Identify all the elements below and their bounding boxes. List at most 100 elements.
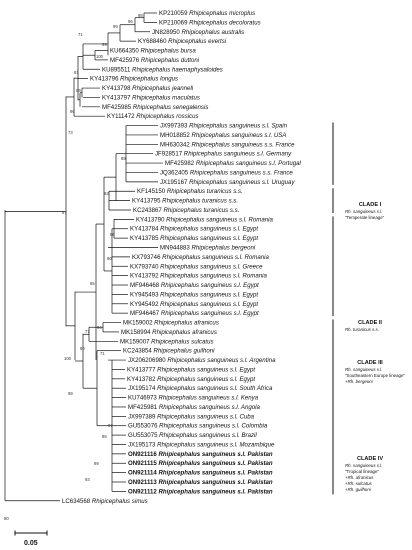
leaf-label: KY111472 Rhipicephalus rossicus <box>107 113 199 120</box>
leaf-species: Rhipicephalus sanguineus s.l. Romania <box>162 254 269 261</box>
clade-description: +Rh. bergeoni <box>345 379 374 384</box>
leaf-accession: KY945493 <box>130 291 160 298</box>
bootstrap-value: 71 <box>78 32 83 37</box>
leaf-species: Rhipicephalus sanguineus s.l. Egypt <box>161 310 259 317</box>
leaf-species: Rhipicephalus sanguineus s.l. Pakistan <box>159 470 273 477</box>
leaf-species: Rhipicephalus jeanneli <box>132 85 194 92</box>
leaf-label: GU553075 Rhipicephalus sanguineus s.l. B… <box>128 432 257 439</box>
leaf-species: Rhipicephalus turanicus s.s. <box>164 207 240 214</box>
leaf-label: KY413782 Rhipicephalus sanguineus s.l. E… <box>127 376 255 383</box>
leaf-species: Rhipicephalus sanguineus s.l. Egypt <box>160 301 258 308</box>
leaf-accession: KY413784 <box>130 226 160 233</box>
leaf-label: KY688460 Rhipicephalus evertsi <box>138 38 227 45</box>
leaf-label: KU746973 Rhipicephalus sanguineus s.l. K… <box>128 395 259 402</box>
leaf-species: Rhipicephalus sanguineus s.l. Egypt <box>160 226 258 233</box>
leaf-accession: LC634568 <box>62 498 92 505</box>
bootstrap-value: 96 <box>128 19 133 24</box>
leaf-accession: KY413790 <box>136 216 166 223</box>
leaf-accession: KY413797 <box>102 94 132 101</box>
leaf-accession: KC243854 <box>123 348 154 355</box>
leaf-accession: KY688460 <box>138 38 168 45</box>
leaf-accession: KY413792 <box>130 273 160 280</box>
clade-description: +Rh. sulcatus <box>345 481 373 486</box>
leaf-accession: ON921115 <box>128 460 159 467</box>
leaf-species: Rhipicephalus guilhoni <box>154 348 216 355</box>
leaf-accession: MK159002 <box>123 320 154 327</box>
bootstrap-value: 92 <box>104 191 109 196</box>
leaf-species: Rhipicephalus sanguineus s.l. Egypt <box>161 282 259 289</box>
clade-description: +Rh. afranicus <box>345 475 374 480</box>
clade-title: CLADE I <box>359 202 382 208</box>
leaf-accession: KY413798 <box>102 85 132 92</box>
bootstrap-value: 99 <box>68 391 73 396</box>
leaf-species: Rhipicephalus sanguineus s.l. Mozambique <box>157 441 275 448</box>
scale-bar-label: 0.05 <box>24 540 38 547</box>
leaf-label: KX793746 Rhipicephalus sanguineus s.l. R… <box>132 254 269 261</box>
clade-description: Rh. turanicus s.s. <box>345 327 379 332</box>
leaf-label: GU553076 Rhipicephalus sanguineus s.l. C… <box>128 423 268 430</box>
leaf-species: Rhipicephalus sanguineus s.l. Romania <box>160 273 267 280</box>
leaf-label: MF946468 Rhipicephalus sanguineus s.l. E… <box>130 282 259 289</box>
leaf-species: Rhipicephalus turanicus s.s. <box>167 188 243 195</box>
leaf-species: Rhipicephalus decoloratus <box>189 19 260 26</box>
leaf-accession: ON921113 <box>128 479 159 486</box>
leaf-accession: MN944883 <box>160 245 192 252</box>
leaf-label: JX195173 Rhipicephalus sanguineus s.l. M… <box>128 441 275 448</box>
leaf-label: KY413795 Rhipicephalus turanicus s.s. <box>132 198 238 205</box>
leaf-label: KY413785 Rhipicephalus sanguineus s.l. E… <box>130 235 258 242</box>
leaf-label: JX997389 Rhipicephalus sanguineus s.l. C… <box>128 413 255 420</box>
leaf-species: Rhipicephalus sulcatus <box>151 338 213 345</box>
leaf-accession: MF425981 <box>128 404 159 411</box>
leaf-accession: KF145150 <box>137 188 167 195</box>
tree-branches <box>4 12 163 502</box>
leaf-species: Rhipicephalus sanguineus s.l. Pakistan <box>159 488 273 495</box>
leaf-accession: MF425985 <box>102 104 133 111</box>
leaf-species: Rhipicephalus sanguineus s.l. USA <box>192 132 287 139</box>
leaf-species: Rhipicephalus afranicus <box>154 320 219 327</box>
leaf-accession: GU553076 <box>128 423 159 430</box>
leaf-accession: KP210059 <box>159 10 189 17</box>
leaf-label: ON921115 Rhipicephalus sanguineus s.l. P… <box>128 460 273 467</box>
leaf-species: Rhipicephalus sanguineus s.l. Cuba <box>157 413 254 420</box>
leaf-accession: MH630342 <box>160 141 192 148</box>
leaf-accession: GU553075 <box>128 432 159 439</box>
leaf-label: KY945492 Rhipicephalus sanguineus s.l. E… <box>130 301 258 308</box>
leaf-accession: ON921112 <box>128 488 159 495</box>
leaf-label: KY413796 Rhipicephalus longus <box>90 76 178 83</box>
leaf-accession: JF928517 <box>155 151 184 158</box>
leaf-label: ON921113 Rhipicephalus sanguineus s.l. P… <box>128 479 273 486</box>
leaf-label: MF425976 Rhipicephalus duttoni <box>110 57 200 64</box>
leaf-accession: KY413777 <box>127 366 157 373</box>
leaf-accession: KY413782 <box>127 376 157 383</box>
clade-title: CLADE IV <box>357 456 383 462</box>
leaf-label: KY413777 Rhipicephalus sanguineus s.l. E… <box>127 366 255 373</box>
bootstrap-value: 94 <box>97 325 102 330</box>
bootstrap-value: 99 <box>94 461 99 466</box>
leaf-accession: KU895511 <box>102 66 132 73</box>
leaf-species: Rhipicephalus rossicus <box>136 113 198 120</box>
leaf-label: MH018852 Rhipicephalus sanguineus s.l. U… <box>160 132 286 139</box>
leaf-accession: JQ362405 <box>160 169 190 176</box>
leaf-accession: KX793740 <box>130 263 160 270</box>
clade-description: +Rh. guilhoni <box>345 487 372 492</box>
leaf-label: ON921116 Rhipicephalus sanguineus s.l. P… <box>128 451 273 458</box>
leaf-label: KU895511 Rhipicephalus haemaphysaloides <box>102 66 223 73</box>
leaf-species: Rhipicephalus bergeoni <box>192 245 256 252</box>
scale-bar: 0.05 <box>14 530 48 547</box>
leaf-label: KY413784 Rhipicephalus sanguineus s.l. E… <box>130 226 258 233</box>
leaf-accession: JX195174 <box>128 385 157 392</box>
leaf-species: Rhipicephalus sanguineus s.l. Angola <box>159 404 261 411</box>
bootstrap-value: 99 <box>76 88 81 93</box>
leaf-accession: KU664350 <box>110 48 141 55</box>
leaf-accession: MF425976 <box>110 57 141 64</box>
leaf-accession: ON921114 <box>128 470 159 477</box>
leaf-label: MF425985 Rhipicephalus senegalensis <box>102 104 208 111</box>
leaf-accession: MK158994 <box>121 329 152 336</box>
leaf-species: Rhipicephalus simus <box>92 498 148 505</box>
leaf-species: Rhipicephalus senegalensis <box>133 104 209 111</box>
leaf-accession: KY413785 <box>130 235 160 242</box>
clade-title: CLADE III <box>357 360 383 366</box>
leaf-label: LC634568 Rhipicephalus simus <box>62 498 148 505</box>
leaf-label: KX793740 Rhipicephalus sanguineus s.l. G… <box>130 263 263 270</box>
